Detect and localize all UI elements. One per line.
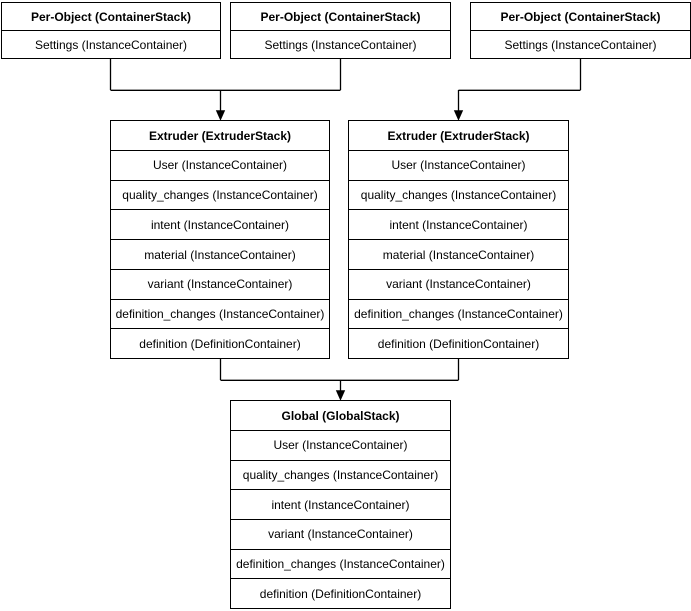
stack-row-settings: Settings (InstanceContainer) [34,37,188,52]
stack-row-variant: variant (InstanceContainer) [231,520,450,550]
stack-title: Global (GlobalStack) [231,401,450,431]
stack-row-user: User (InstanceContainer) [349,151,568,181]
per-object-stack-3: Per-Object (ContainerStack) Settings (In… [470,2,691,59]
stack-row-definition: definition (DefinitionContainer) [377,336,540,351]
extruder-stack-1: Extruder (ExtruderStack) User (InstanceC… [110,120,330,359]
global-stack: Global (GlobalStack) User (InstanceConta… [230,400,451,609]
stack-row-material: material (InstanceContainer) [111,240,329,270]
stack-row-variant: variant (InstanceContainer) [349,270,568,300]
stack-row-user: User (InstanceContainer) [231,431,450,461]
extruder-stack-2: Extruder (ExtruderStack) User (InstanceC… [348,120,569,359]
stack-row-settings: Settings (InstanceContainer) [504,37,657,52]
stack-row-material: material (InstanceContainer) [349,240,568,270]
per-object-stack-2: Per-Object (ContainerStack) Settings (In… [230,2,451,59]
stack-title: Per-Object (ContainerStack) [231,3,450,31]
stack-row-definition-changes: definition_changes (InstanceContainer) [111,300,329,330]
stack-row-definition: definition (DefinitionContainer) [259,586,422,601]
stack-row-intent: intent (InstanceContainer) [349,210,568,241]
stack-row-quality-changes: quality_changes (InstanceContainer) [111,181,329,211]
stack-row-settings: Settings (InstanceContainer) [264,37,417,52]
stack-title: Extruder (ExtruderStack) [111,121,329,151]
stack-row-quality-changes: quality_changes (InstanceContainer) [349,181,568,211]
stack-row-intent: intent (InstanceContainer) [231,490,450,521]
arrowhead-icon [453,110,464,121]
per-object-stack-1: Per-Object (ContainerStack) Settings (In… [1,2,221,59]
stack-row-definition-changes: definition_changes (InstanceContainer) [349,300,568,330]
stack-row-variant: variant (InstanceContainer) [111,270,329,300]
stack-row-quality-changes: quality_changes (InstanceContainer) [231,461,450,491]
stack-row-definition-changes: definition_changes (InstanceContainer) [231,550,450,580]
arrowhead-icon [215,110,226,121]
stack-title: Per-Object (ContainerStack) [471,3,690,31]
arrowhead-icon [335,390,346,401]
stack-row-intent: intent (InstanceContainer) [111,210,329,241]
stack-title: Per-Object (ContainerStack) [2,3,220,31]
stack-title: Extruder (ExtruderStack) [349,121,568,151]
stack-row-user: User (InstanceContainer) [111,151,329,181]
stack-row-definition: definition (DefinitionContainer) [139,336,301,351]
